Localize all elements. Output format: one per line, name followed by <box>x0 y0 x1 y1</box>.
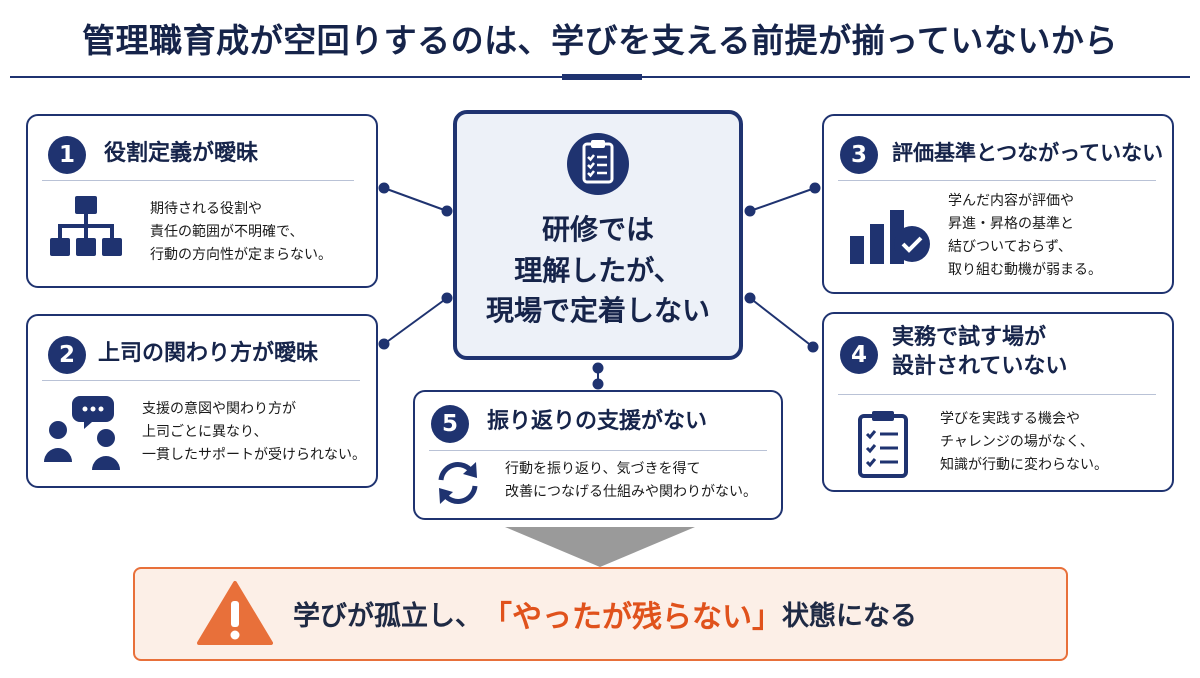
card-manager-involvement: 2 上司の関わり方が曖昧 支援の意図や関わり方が 上司ごとに異なり、 一貫したサ… <box>26 314 378 488</box>
card-reflection-support: 5 振り返りの支援がない 行動を振り返り、気づきを得て 改善につなげる仕組みや関… <box>413 390 783 520</box>
page-title: 管理職育成が空回りするのは、学びを支える前提が揃っていないから <box>82 21 1118 60</box>
card-divider <box>429 450 767 451</box>
checklist-icon <box>858 411 908 478</box>
card-number: 2 <box>48 336 86 374</box>
result-prefix: 学びが孤立し、 <box>293 601 482 632</box>
card-title: 振り返りの支援がない <box>487 409 708 434</box>
card-description: 学んだ内容が評価や 昇進・昇格の基準と 結びついておらず、 取り組む動機が弱まる… <box>948 193 1102 279</box>
warning-icon <box>197 581 273 645</box>
result-suffix: 状態になる <box>782 601 917 632</box>
card-practice-opportunity: 4 実務で試す場が 設計されていない 学びを実践する機会や チャレンジの場がなく… <box>822 312 1174 492</box>
card-divider <box>42 180 354 181</box>
card-number: 4 <box>840 336 878 374</box>
refresh-cycle-icon <box>438 462 478 504</box>
card-divider <box>42 380 360 381</box>
clipboard-checklist-icon <box>567 133 629 195</box>
result-banner: 学びが孤立し、 「やったが残らない」 状態になる <box>133 567 1068 661</box>
card-evaluation-link: 3 評価基準とつながっていない 学んだ内容が評価や 昇進・昇格の基準と 結びつい… <box>822 114 1174 294</box>
card-title: 役割定義が曖昧 <box>104 141 259 166</box>
chart-check-icon <box>850 210 930 264</box>
card-divider <box>838 180 1156 181</box>
card-description: 期待される役割や 責任の範囲が不明確で、 行動の方向性が定まらない。 <box>150 201 332 264</box>
card-divider <box>838 394 1156 395</box>
card-description: 行動を振り返り、気づきを得て 改善につなげる仕組みや関わりがない。 <box>505 461 757 501</box>
card-title: 実務で試す場が 設計されていない <box>892 325 1068 379</box>
down-arrow-icon <box>505 527 695 567</box>
title-accent-bar <box>562 74 642 80</box>
result-highlight: 「やったが残らない」 <box>482 599 782 635</box>
central-problem-text: 研修では 理解したが、 現場で定着しない <box>485 213 710 328</box>
card-title: 評価基準とつながっていない <box>892 141 1164 165</box>
card-title: 上司の関わり方が曖昧 <box>98 341 319 366</box>
org-chart-icon <box>50 196 122 256</box>
card-number: 5 <box>431 405 469 443</box>
card-description: 支援の意図や関わり方が 上司ごとに異なり、 一貫したサポートが受けられない。 <box>142 401 366 464</box>
card-role-definition: 1 役割定義が曖昧 期待される役割や 責任の範囲が不明確で、 行動の方向性が定ま… <box>26 114 378 288</box>
card-description: 学びを実践する機会や チャレンジの場がなく、 知識が行動に変わらない。 <box>940 411 1108 474</box>
people-chat-icon <box>44 396 120 470</box>
card-number: 1 <box>48 136 86 174</box>
result-text: 学びが孤立し、 「やったが残らない」 状態になる <box>293 569 917 658</box>
card-number: 3 <box>840 136 878 174</box>
central-problem-box: 研修では 理解したが、 現場で定着しない <box>453 110 743 360</box>
